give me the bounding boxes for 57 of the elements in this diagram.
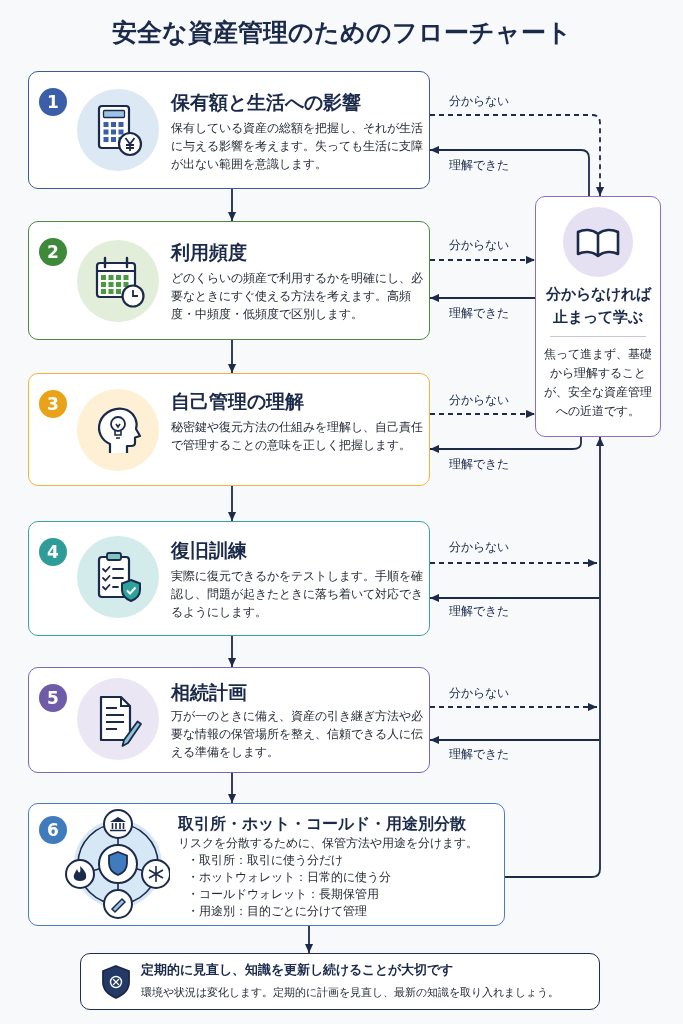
- arrow: [304, 925, 314, 954]
- title: 安全な資産管理のためのフローチャート: [111, 17, 572, 49]
- arrow: [429, 436, 582, 454]
- note-box: [80, 953, 600, 1010]
- step-box: [28, 373, 430, 486]
- step-number: 4: [39, 538, 67, 566]
- arrow: [429, 735, 600, 745]
- step-description: 実際に復元できるかをテストします。手順を確認し、問題が起きたときに落ち着いて対応できるようにします。: [171, 568, 424, 621]
- arrow: [227, 635, 237, 668]
- arrow: [429, 145, 590, 197]
- side-note: 焦って進まず、基礎から理解することが、安全な資産管理への近道です。: [543, 346, 653, 420]
- step-number: 5: [39, 684, 67, 712]
- step-number: 2: [39, 238, 67, 266]
- arrow: [429, 293, 536, 303]
- arrow: [429, 593, 600, 603]
- step-number: 1: [39, 88, 67, 116]
- step-description: どのくらいの頻産で利用するかを明確にし、必要なときにすぐ使える方法を考えます。高頻度・中頻度・低頻度で区別します。: [171, 270, 424, 323]
- edge-label: 分からない: [446, 236, 512, 254]
- step-number: 3: [39, 390, 67, 418]
- step-box: [28, 803, 505, 926]
- edge-label: 分からない: [446, 391, 512, 409]
- edge-label: 分からない: [446, 92, 512, 110]
- bullet-item: ・ホットウォレット：日常的に使う分: [186, 869, 391, 886]
- arrow: [227, 772, 237, 804]
- step-heading: 相続計画: [171, 680, 247, 705]
- arrow: [227, 188, 237, 222]
- note-text: 環境や状況は変化します。定期的に計画を見直し、最新の知識を取り入れましょう。: [141, 985, 560, 1001]
- step-box: [28, 667, 430, 773]
- arrow: [227, 339, 237, 374]
- step-description: 保有している資産の総額を把握し、それが生活に与える影響を考えます。失っても生活に支障が出ない範囲を意識します。: [171, 120, 424, 173]
- arrow: [504, 436, 605, 878]
- side-box: [535, 196, 661, 437]
- bullet-item: ・取引所：取引に使う分だけ: [186, 852, 343, 869]
- arrow: [227, 485, 237, 522]
- step-box: [28, 221, 430, 340]
- note-heading: 定期的に見直し、知識を更新し続けることが大切です: [141, 961, 453, 979]
- step-description: 万が一のときに備え、資産の引き継ぎ方法や必要な情報の保管場所を整え、信頼できる人に伝える準備をします。: [171, 708, 424, 761]
- dashed-arrow: [429, 409, 536, 419]
- dashed-arrow: [429, 702, 598, 712]
- dashed-arrow: [429, 558, 598, 568]
- step-description: リスクを分散するために、保管方法や用途を分けます。: [178, 835, 479, 852]
- dashed-arrow: [429, 255, 536, 265]
- dashed-arrow: [429, 114, 605, 197]
- step-heading: 復旧訓練: [171, 538, 247, 563]
- step-heading: 取引所・ホット・コールド・用途別分散: [178, 813, 466, 835]
- side-heading: 分からなければ止まって学ぶ: [544, 284, 653, 328]
- step-box: [28, 71, 430, 189]
- step-heading: 利用頻度: [171, 240, 247, 265]
- bullet-item: ・用途別：目的ごとに分けて管理: [186, 903, 367, 920]
- edge-label: 分からない: [446, 538, 512, 556]
- step-description: 秘密鍵や復元方法の仕組みを理解し、自己責任で管理することの意味を正しく把握します。: [171, 419, 424, 454]
- step-box: [28, 521, 430, 636]
- step-heading: 保有額と生活への影響: [171, 90, 361, 115]
- step-number: 6: [39, 816, 67, 844]
- bullet-item: ・コールドウォレット：長期保管用: [186, 886, 379, 903]
- edge-label: 分からない: [446, 684, 512, 702]
- step-heading: 自己管理の理解: [171, 389, 304, 414]
